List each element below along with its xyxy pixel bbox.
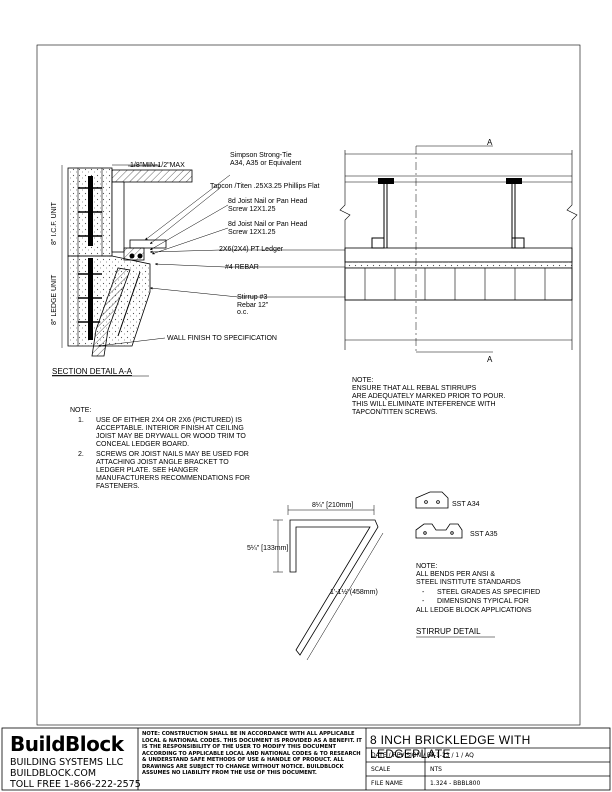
label-tapcon: Tapcon /Titen .25X3.25 Phillips Flat bbox=[210, 183, 320, 190]
section-leader-lines bbox=[97, 165, 345, 347]
company-phone: TOLL FREE 1-866-222-2575 bbox=[10, 779, 141, 790]
general-notes: NOTE: 1. USE OF EITHER 2X4 OR 2X6 (PICTU… bbox=[70, 407, 252, 490]
dim-top: 8¼" [210mm] bbox=[312, 502, 353, 509]
company-website[interactable]: BUILDBLOCK.COM bbox=[10, 768, 97, 779]
label-icf-unit: 8" I.C.F. UNIT bbox=[51, 201, 58, 245]
elevation-drawing bbox=[339, 145, 578, 353]
row-label-file: FILE NAME bbox=[371, 780, 403, 787]
label-joist-nail-1: 8d Joist Nail or Pan Head Screw 12X1.25 bbox=[228, 198, 309, 213]
connector-a34-icon bbox=[415, 491, 449, 509]
label-joist-nail-2: 8d Joist Nail or Pan Head Screw 12X1.25 bbox=[228, 221, 309, 236]
row-label-scale: SCALE bbox=[371, 766, 391, 773]
label-ledge-unit: 8" LEDGE UNIT bbox=[51, 274, 58, 325]
stirrup-detail-title: STIRRUP DETAIL bbox=[416, 627, 481, 636]
connector-a35-icon bbox=[415, 523, 463, 539]
row-value-date: 7-1-23 / 1 / AQ bbox=[430, 752, 474, 759]
label-wall-finish: WALL FINISH TO SPECIFICATION bbox=[167, 335, 277, 342]
section-marker-bottom: A bbox=[487, 355, 493, 364]
stirrup-shape bbox=[273, 505, 384, 661]
label-sst-a35: SST A35 bbox=[470, 531, 498, 538]
stirrup-note: NOTE: ALL BENDS PER ANSI & STEEL INSTITU… bbox=[416, 563, 542, 614]
liability-notice: NOTE: CONSTRUCTION SHALL BE IN ACCORDANC… bbox=[142, 731, 362, 776]
row-value-scale: NTS bbox=[430, 766, 442, 773]
sheet-border bbox=[36, 44, 581, 726]
label-simpson: Simpson Strong-Tie A34, A35 or Equivalen… bbox=[230, 152, 301, 167]
section-title: SECTION DETAIL A-A bbox=[52, 367, 133, 376]
dim-diag: 1'-1½"(458mm) bbox=[330, 588, 378, 596]
sheet-title: 8 INCH BRICKLEDGE WITH LEDGEPLATE bbox=[370, 733, 531, 761]
label-ledger: 2X6(2X4) PT Ledger bbox=[219, 246, 284, 253]
row-value-file: 1.324 - BBBL800 bbox=[430, 780, 481, 787]
section-marker-top: A bbox=[487, 138, 493, 147]
label-stirrup: Stirrup #3 Rebar 12" o.c. bbox=[237, 294, 270, 316]
label-sst-a34: SST A34 bbox=[452, 501, 480, 508]
section-detail-drawing bbox=[61, 164, 193, 357]
row-label-date: DATE / REVISION / BY bbox=[371, 752, 435, 759]
company-logo-text: BuildBlock bbox=[10, 732, 124, 756]
label-rebar: #4 REBAR bbox=[225, 264, 259, 271]
title-block-frame bbox=[1, 727, 611, 791]
stirrup-mark-note: NOTE: ENSURE THAT ALL REBAL STIRRUPS ARE… bbox=[352, 377, 507, 416]
company-subtitle: BUILDING SYSTEMS LLC bbox=[10, 757, 124, 768]
dim-left: 5¼" [133mm] bbox=[247, 545, 288, 552]
label-gap: 1/8"MIN-1/2"MAX bbox=[130, 162, 185, 169]
